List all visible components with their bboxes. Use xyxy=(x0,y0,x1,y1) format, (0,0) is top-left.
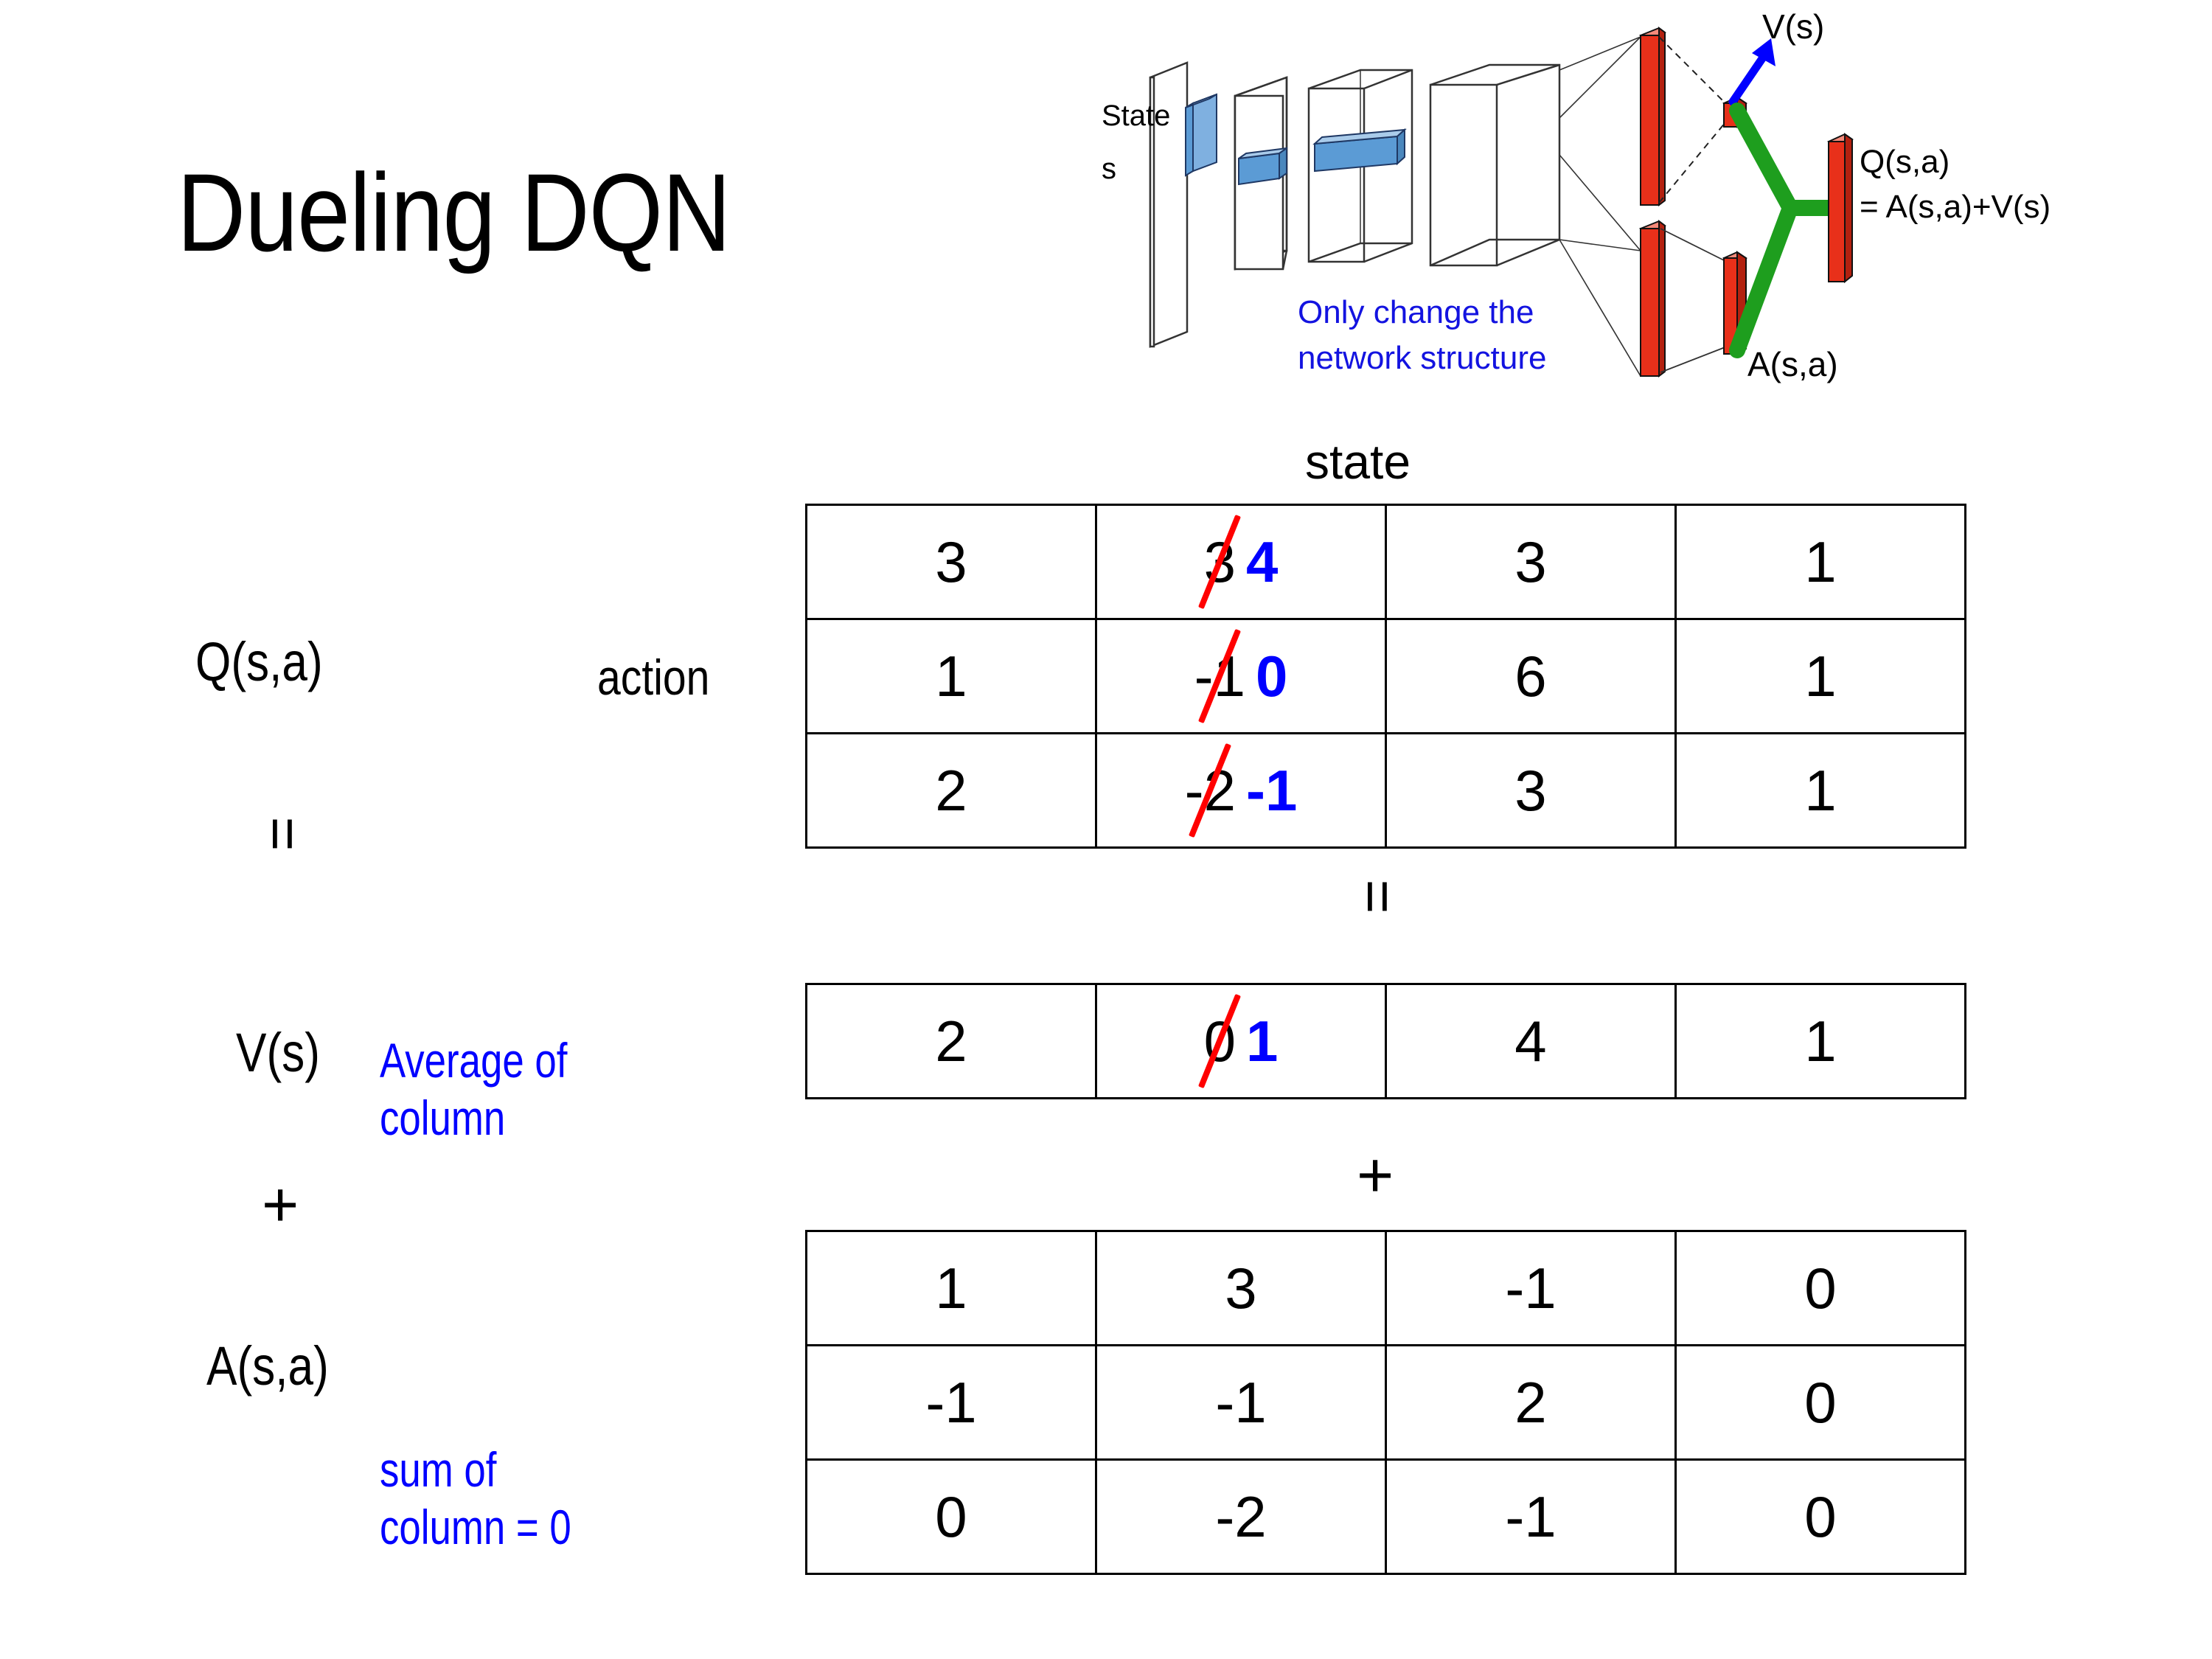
advantage-links-icon xyxy=(1660,228,1728,373)
input-plane-icon xyxy=(1149,61,1189,348)
green-combiner-icon xyxy=(1729,102,1840,358)
diagram-q-label-line2: = A(s,a)+V(s) xyxy=(1860,189,2051,225)
action-axis-header: action xyxy=(597,650,710,706)
plus-operator-center: + xyxy=(1357,1140,1394,1211)
average-note-line1: Average of xyxy=(380,1033,568,1088)
struck-out-value: -2 xyxy=(1184,757,1236,823)
plus-operator-left: + xyxy=(262,1169,299,1240)
equals-operator-left: = xyxy=(250,816,316,852)
conv-filter-2-icon xyxy=(1312,128,1407,173)
corrected-value: 4 xyxy=(1246,529,1279,594)
v-function-label: V(s) xyxy=(236,1022,320,1083)
corrected-value: 0 xyxy=(1255,643,1288,709)
state-label-line1: State xyxy=(1102,100,1170,132)
value-output-arrow-icon xyxy=(1728,38,1775,106)
table-cell: -1 xyxy=(1385,1230,1677,1346)
table-cell: 1 xyxy=(1674,504,1966,620)
equals-operator-center: = xyxy=(1345,879,1411,914)
conv-layer-3-icon xyxy=(1429,63,1561,267)
advantage-stream-bar-icon xyxy=(1638,220,1666,378)
advantage-node-bar-icon xyxy=(1722,251,1747,355)
struck-out-value: 0 xyxy=(1203,1008,1236,1074)
table-cell: 1 xyxy=(805,1230,1097,1346)
table-cell: 1 xyxy=(1674,732,1966,849)
page-title: Dueling DQN xyxy=(177,150,731,274)
conv-layer-2-icon xyxy=(1307,69,1413,263)
corrected-cell: -2-1 xyxy=(1185,757,1298,824)
table-cell: 3 xyxy=(1385,504,1677,620)
value-stream-bar-icon xyxy=(1638,27,1666,206)
state-label-line2: s xyxy=(1102,153,1116,185)
input-filter-icon xyxy=(1185,93,1217,177)
value-dashed-links-icon xyxy=(1658,36,1730,204)
corrected-value: -1 xyxy=(1246,757,1298,823)
table-cell: -2-1 xyxy=(1095,732,1387,849)
network-note-line2: network structure xyxy=(1298,340,1546,376)
diagram-v-label: V(s) xyxy=(1762,7,1824,46)
q-function-label: Q(s,a) xyxy=(195,631,323,692)
table-cell: 3 xyxy=(1385,732,1677,849)
average-note-line2: column xyxy=(380,1090,506,1145)
sum-note-line1: sum of xyxy=(380,1442,497,1497)
average-of-column-note: Average of column xyxy=(380,1032,567,1147)
struck-out-value: -1 xyxy=(1194,643,1245,709)
table-cell: 1 xyxy=(1674,618,1966,734)
conv-filter-1-icon xyxy=(1238,147,1287,186)
diagram-q-label-line1: Q(s,a) xyxy=(1860,144,1950,180)
table-cell: 0 xyxy=(1674,1458,1966,1575)
table-cell: 0 xyxy=(805,1458,1097,1575)
sum-note-line2: column = 0 xyxy=(380,1499,571,1554)
table-cell: 2 xyxy=(1385,1344,1677,1461)
table-cell: 1 xyxy=(1674,983,1966,1099)
struck-out-value: 3 xyxy=(1203,529,1236,594)
table-cell: 1 xyxy=(805,618,1097,734)
table-cell: -2 xyxy=(1095,1458,1387,1575)
table-cell: 4 xyxy=(1385,983,1677,1099)
diagram-a-label: A(s,a) xyxy=(1747,345,1838,383)
table-cell: 3 xyxy=(805,504,1097,620)
network-note-line1: Only change the xyxy=(1298,294,1534,330)
a-function-label: A(s,a) xyxy=(206,1335,329,1397)
table-cell: -1 xyxy=(1385,1458,1677,1575)
stream-connectors-icon xyxy=(1559,36,1641,377)
table-cell: -1 xyxy=(1095,1344,1387,1461)
table-cell: 3 xyxy=(1095,1230,1387,1346)
corrected-value: 1 xyxy=(1246,1008,1279,1074)
table-cell: 2 xyxy=(805,983,1097,1099)
table-cell: -1 xyxy=(805,1344,1097,1461)
table-cell: 0 xyxy=(1674,1230,1966,1346)
dueling-network-diagram: State s Only change the network structur… xyxy=(1099,7,2205,406)
table-cell: 0 xyxy=(1674,1344,1966,1461)
state-axis-header: state xyxy=(1305,434,1411,489)
table-cell: 2 xyxy=(805,732,1097,849)
sum-of-column-note: sum of column = 0 xyxy=(380,1441,571,1557)
q-output-bar-icon xyxy=(1827,133,1854,284)
table-cell: 6 xyxy=(1385,618,1677,734)
